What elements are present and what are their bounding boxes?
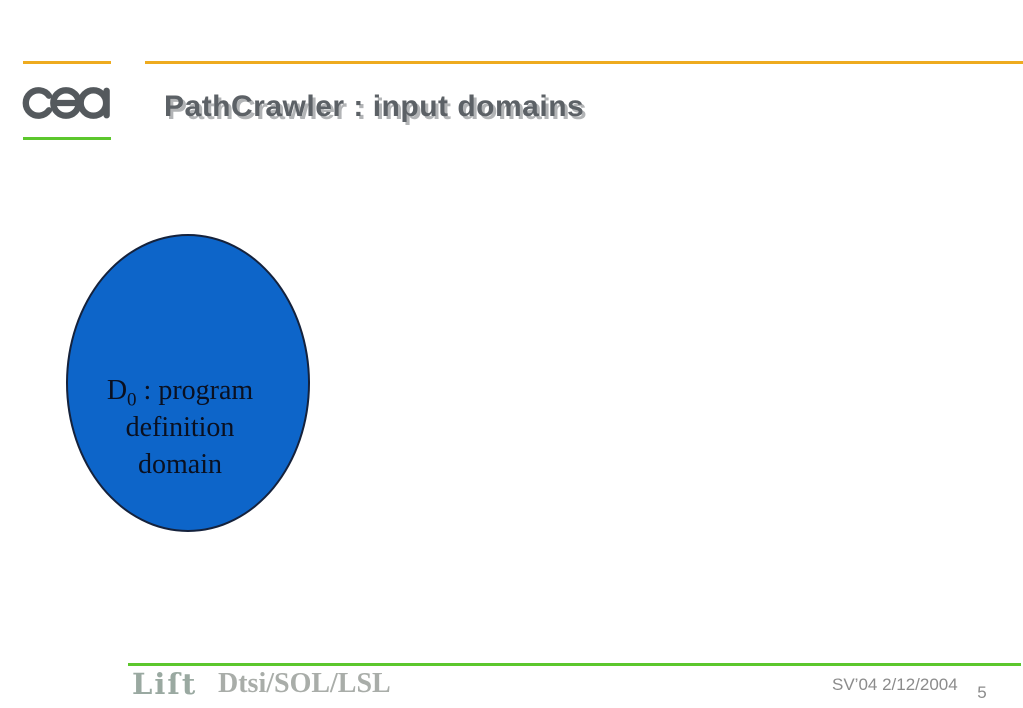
header-rule-short bbox=[23, 61, 111, 64]
page-title: PathCrawler : input domains bbox=[164, 90, 585, 123]
list-logo: Liſt bbox=[132, 667, 198, 701]
header-rule-long bbox=[145, 61, 1023, 64]
input-domain-ellipse: D0 : program definition domain bbox=[66, 234, 310, 532]
d0-subscript: 0 bbox=[127, 389, 137, 411]
page-number: 5 bbox=[977, 683, 987, 702]
footer-rule bbox=[128, 663, 1021, 666]
footer-department: Dtsi/SOL/LSL bbox=[218, 668, 391, 699]
footer-event-date: SV’04 2/12/2004 bbox=[832, 675, 958, 694]
ellipse-label-line3: domain bbox=[138, 449, 222, 480]
cea-logo-icon bbox=[22, 87, 110, 119]
logo-underline-rule bbox=[23, 137, 111, 140]
ellipse-label-line2: definition bbox=[125, 412, 235, 443]
ellipse-label: D0 : program definition domain bbox=[68, 372, 292, 483]
ellipse-label-line1: D0 : program bbox=[106, 375, 254, 411]
